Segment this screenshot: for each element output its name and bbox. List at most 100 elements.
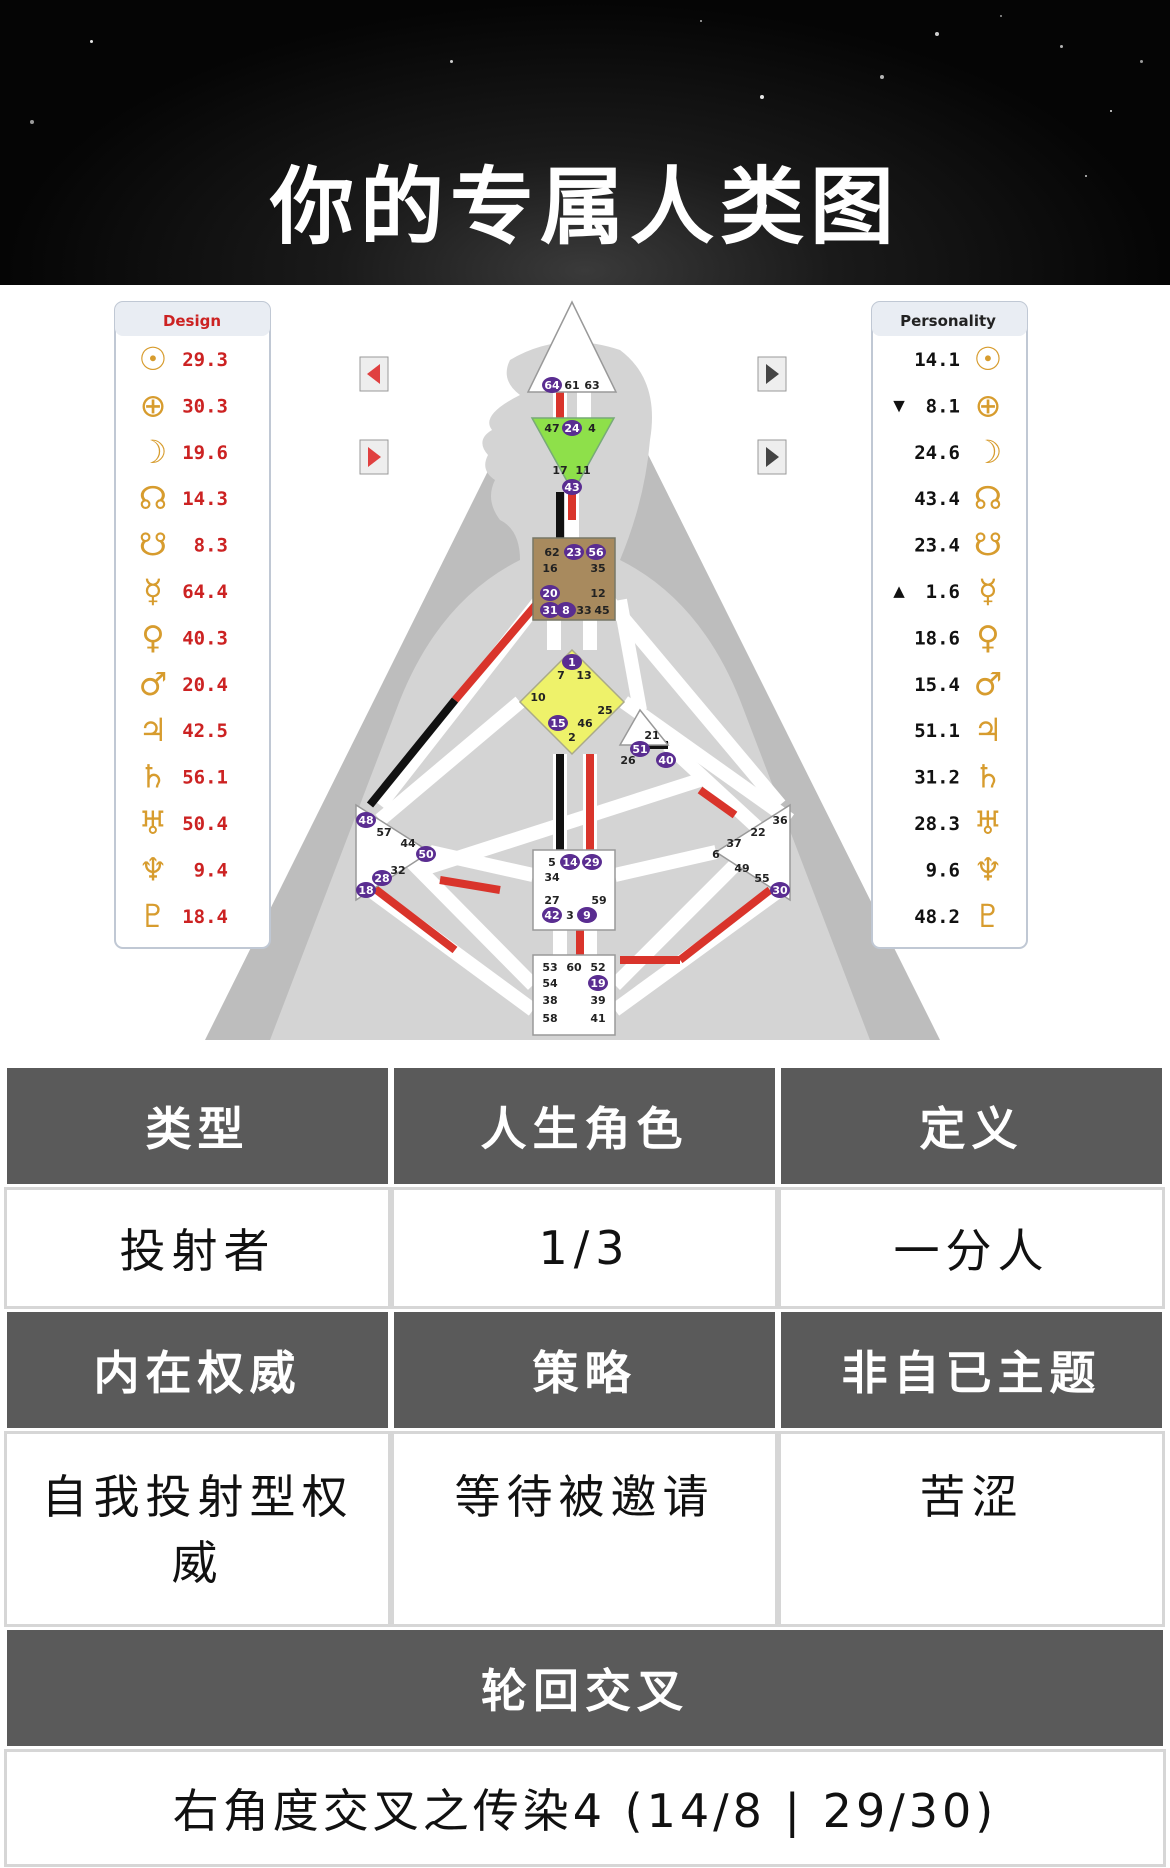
gate-4: 4 (588, 422, 596, 435)
gate-33: 33 (576, 604, 591, 617)
page-title: 你的专属人类图 (269, 158, 900, 256)
planet-row: ☽19.6 (139, 433, 228, 471)
personality-title: Personality (900, 312, 996, 330)
gate-40: 40 (658, 754, 674, 767)
gate-49: 49 (734, 862, 749, 875)
planet-icon: ♆ (974, 850, 1003, 888)
gate-42: 42 (544, 909, 559, 922)
planet-icon: ♂ (139, 665, 168, 703)
gate-43: 43 (564, 481, 579, 494)
design-value: 42.5 (182, 720, 228, 742)
direction-marker: ▼ (893, 396, 905, 414)
gate-64-marker (542, 377, 562, 393)
gate-46: 46 (577, 717, 593, 730)
planet-row: 51.1♃ (914, 711, 1002, 749)
planet-icon: ☊ (139, 479, 167, 517)
gate-29: 29 (584, 856, 599, 869)
gate-50: 50 (418, 848, 434, 861)
gate-55: 55 (754, 872, 769, 885)
planet-icon: ♀ (976, 618, 999, 656)
notself-header: 非自已主题 (778, 1309, 1165, 1431)
next-design-button[interactable] (359, 439, 389, 475)
gate-29-marker (582, 854, 602, 870)
personality-value: 28.3 (914, 813, 960, 835)
planet-row: 48.2♇ (914, 897, 1002, 935)
planet-icon: ♄ (974, 758, 1003, 796)
planet-row: ⊕30.3 (140, 386, 228, 424)
gate-3: 3 (566, 909, 574, 922)
channel (613, 598, 647, 712)
gate-1: 1 (568, 656, 576, 669)
gate-28-marker (372, 870, 392, 886)
planet-icon: ♇ (139, 897, 168, 935)
prev-design-button[interactable] (359, 356, 389, 392)
design-rows: ☉29.3⊕30.3☽19.6☊14.3☋8.3☿64.4♀40.3♂20.4♃… (139, 340, 228, 935)
planet-row: ♇18.4 (139, 897, 228, 935)
gate-63: 63 (584, 379, 599, 392)
personality-value: 23.4 (914, 535, 960, 557)
planet-icon: ⊕ (140, 386, 167, 424)
gate-44: 44 (400, 837, 416, 850)
gate-23-marker (564, 544, 584, 560)
root-center (532, 954, 616, 1036)
gate-24-marker (562, 420, 582, 436)
planet-row: ♀40.3 (141, 618, 228, 656)
planet-icon: ♃ (139, 711, 168, 749)
gate-62: 62 (544, 546, 559, 559)
gate-35: 35 (590, 562, 605, 575)
gate-51: 51 (632, 743, 647, 756)
gate-14: 14 (562, 856, 578, 869)
planet-row: 31.2 ♄ (914, 758, 1002, 796)
personality-value: 8.1 (926, 395, 960, 417)
gate-51-marker (630, 741, 650, 757)
gate-56: 56 (588, 546, 604, 559)
personality-value: 31.2 (914, 767, 960, 789)
gate-60: 60 (566, 961, 582, 974)
gate-21: 21 (644, 729, 659, 742)
channel (602, 595, 786, 810)
next-personality-button[interactable] (757, 356, 787, 392)
solar-plexus-center (714, 803, 791, 902)
gate-20: 20 (542, 587, 558, 600)
design-value: 19.6 (182, 442, 228, 464)
gate-14-marker (560, 854, 580, 870)
gate-34: 34 (544, 871, 560, 884)
planet-icon: ♆ (139, 850, 168, 888)
gate-5: 5 (548, 856, 556, 869)
gate-23: 23 (566, 546, 581, 559)
gate-19-marker (588, 975, 608, 991)
gate-24: 24 (564, 422, 580, 435)
personality-value: 48.2 (914, 906, 960, 928)
planet-icon: ⊕ (975, 386, 1002, 424)
gate-25: 25 (597, 704, 612, 717)
planet-icon: ♄ (139, 758, 168, 796)
gate-8-marker (556, 602, 576, 618)
definition-header: 定义 (778, 1065, 1165, 1187)
next-personality-button-2[interactable] (757, 439, 787, 475)
channel-activation (451, 597, 544, 703)
gate-64: 64 (544, 379, 560, 392)
authority-value-text: 自我投射型权威 (41, 1470, 354, 1590)
gate-20-marker (540, 585, 560, 601)
design-value: 64.4 (182, 581, 228, 603)
personality-value: 43.4 (914, 488, 960, 510)
gate-36: 36 (772, 814, 788, 827)
star (90, 40, 93, 43)
profile-value: 1/3 (391, 1187, 778, 1309)
authority-value: 自我投射型权威 (4, 1431, 391, 1627)
gate-38: 38 (542, 994, 557, 1007)
type-header: 类型 (4, 1065, 391, 1187)
channel-activation (367, 881, 458, 954)
planet-row: 43.4☊ (914, 479, 1002, 517)
design-value: 14.3 (182, 488, 228, 510)
gate-18: 18 (358, 884, 373, 897)
planet-row: ♄56.1 (139, 758, 228, 796)
design-value: 20.4 (182, 674, 228, 696)
star (30, 120, 34, 124)
personality-value: 9.6 (926, 859, 960, 881)
star (1110, 110, 1112, 112)
planet-icon: ♅ (974, 804, 1003, 842)
gate-56-marker (586, 544, 606, 560)
planet-row: 18.6♀ (914, 618, 999, 656)
